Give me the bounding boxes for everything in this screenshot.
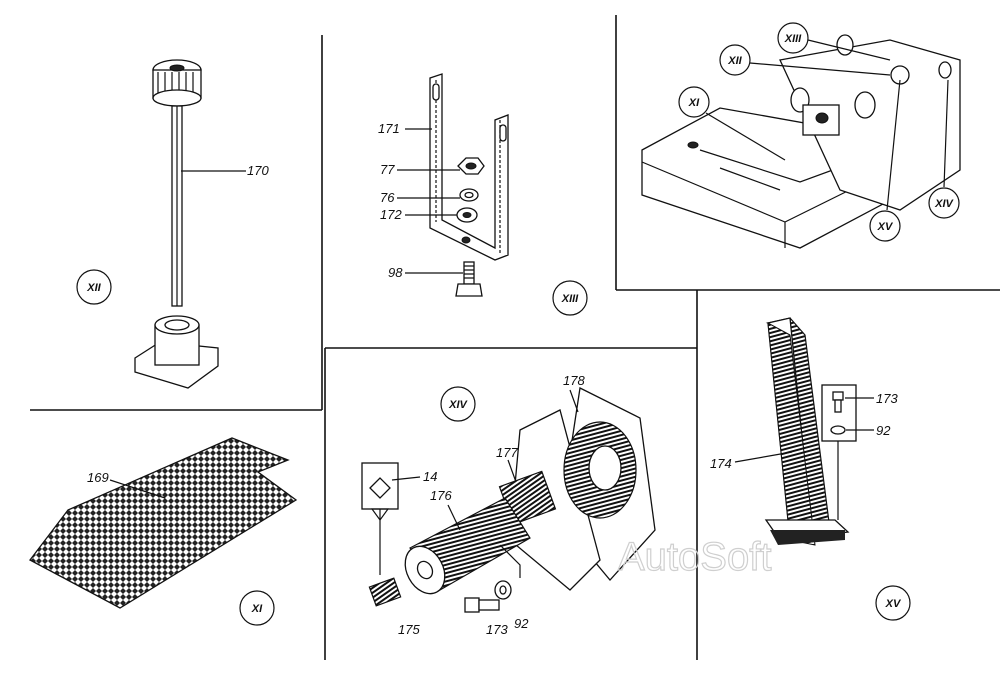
washer-92 [494,580,512,600]
overview-roman-xi: XI [688,97,700,109]
overview-callout-xv: XV [869,210,901,242]
label-76: 76 [380,190,395,205]
panel-overview: XI XII XIII XIV XV [641,22,961,249]
leader-ov-xii [749,62,891,76]
overview-roman-xii: XII [727,55,742,67]
callout-xv: XV [875,585,911,621]
label-169: 169 [87,470,109,485]
leader-ov-xv [886,79,901,211]
leader-ov-xiii [807,39,891,61]
label-173-xv: 173 [876,391,898,406]
leader-177 [507,459,517,483]
leader-ov-xi [705,112,786,161]
bracket-171 [429,73,509,261]
overview-callout-xii: XII [719,44,751,76]
roman-xiv: XIV [448,399,468,411]
flange-178 [563,421,637,519]
roman-xiii: XIII [561,293,579,305]
callout-xi: XI [239,590,275,626]
roman-xii: XII [86,282,101,294]
leader-14 [391,476,421,481]
overview-callout-xi: XI [678,86,710,118]
leader-ov-xiv [943,79,949,188]
overview-roman-xv: XV [877,221,894,233]
nut-77 [457,157,485,175]
overview-roman-xiv: XIV [934,198,954,210]
leader-176 [447,504,461,531]
roman-xv: XV [885,598,902,610]
bolt-98 [455,261,483,297]
leader-178 [569,389,579,413]
panel-xii: 170 XII [76,59,269,389]
label-170: 170 [247,163,269,178]
label-98: 98 [388,265,403,280]
panel-dividers [30,15,1000,660]
overview-callout-xiv: XIV [928,187,960,219]
panel-xv: 173 92 174 XV [710,317,911,621]
rod-base [134,315,219,389]
leader-173-92 [499,544,521,578]
bolt-173 [464,597,500,613]
overview-callout-xiii: XIII [777,22,809,54]
label-174: 174 [710,456,732,471]
panel-xi: 169 XI [29,437,298,626]
label-171: 171 [378,121,400,136]
label-92-xiv: 92 [514,616,529,631]
fitting-14 [361,462,399,575]
floor-mat-169 [29,437,298,609]
label-172: 172 [380,207,402,222]
roman-xi: XI [251,603,263,615]
callout-xii: XII [76,269,112,305]
panel-xiv: 178 177 14 176 175 173 92 XIV [361,373,656,637]
fastener-inset [821,384,857,520]
callout-xiii: XIII [552,280,588,316]
watermark-autosoft: AutoSoft [618,535,771,579]
washer-76 [459,188,479,202]
floor-assembly [641,34,961,249]
callout-xiv: XIV [440,386,476,422]
label-178: 178 [563,373,585,388]
label-77: 77 [380,162,395,177]
pedal-174 [764,317,850,546]
label-177: 177 [496,445,518,460]
label-173-xiv: 173 [486,622,508,637]
label-92-xv: 92 [876,423,891,438]
label-176: 176 [430,488,452,503]
leader-169 [109,479,166,499]
shaft-176 [404,497,531,595]
knob-rod-170 [152,59,202,307]
leader-174 [734,451,793,463]
overview-roman-xiii: XIII [784,33,802,45]
plug-175 [368,577,402,607]
washer-172 [456,207,478,223]
panel-xiii: 171 77 76 172 98 XIII [378,73,588,316]
label-14: 14 [423,469,437,484]
label-175: 175 [398,622,420,637]
